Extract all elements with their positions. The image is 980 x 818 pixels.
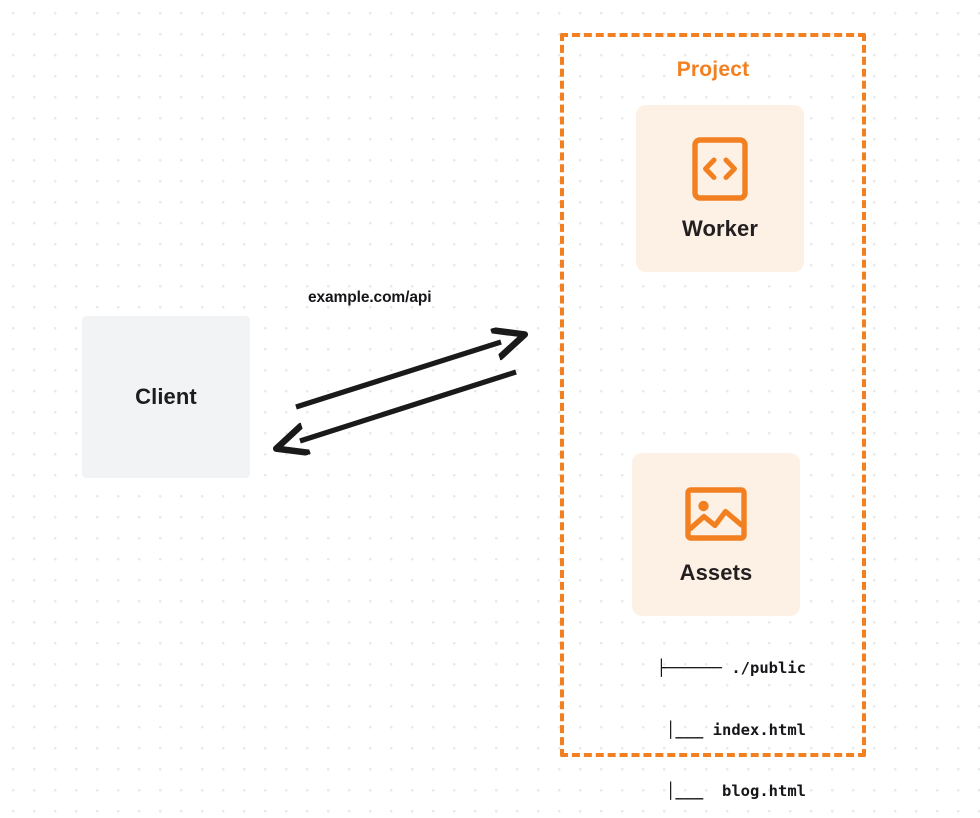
connection-label: example.com/api — [308, 289, 432, 306]
response-arrow — [300, 369, 517, 441]
worker-card: Worker — [636, 105, 804, 272]
assets-label: Assets — [679, 559, 753, 585]
client-label: Client — [135, 384, 197, 409]
file-tree-row: │___ blog.html — [628, 782, 806, 800]
request-arrow — [295, 342, 501, 410]
project-title: Project — [669, 58, 757, 82]
image-icon — [685, 484, 747, 544]
code-brackets-icon — [689, 136, 751, 202]
worker-label: Worker — [682, 215, 758, 241]
file-tree-row: ├────── ./public — [656, 659, 806, 677]
file-tree-row: │___ index.html — [628, 720, 806, 739]
project-container: Project Worker Assets — [560, 33, 866, 757]
assets-file-tree: ├────── ./public │___ index.html │___ bl… — [606, 617, 806, 818]
assets-card: Assets — [632, 453, 800, 616]
client-node: Client — [82, 316, 250, 478]
